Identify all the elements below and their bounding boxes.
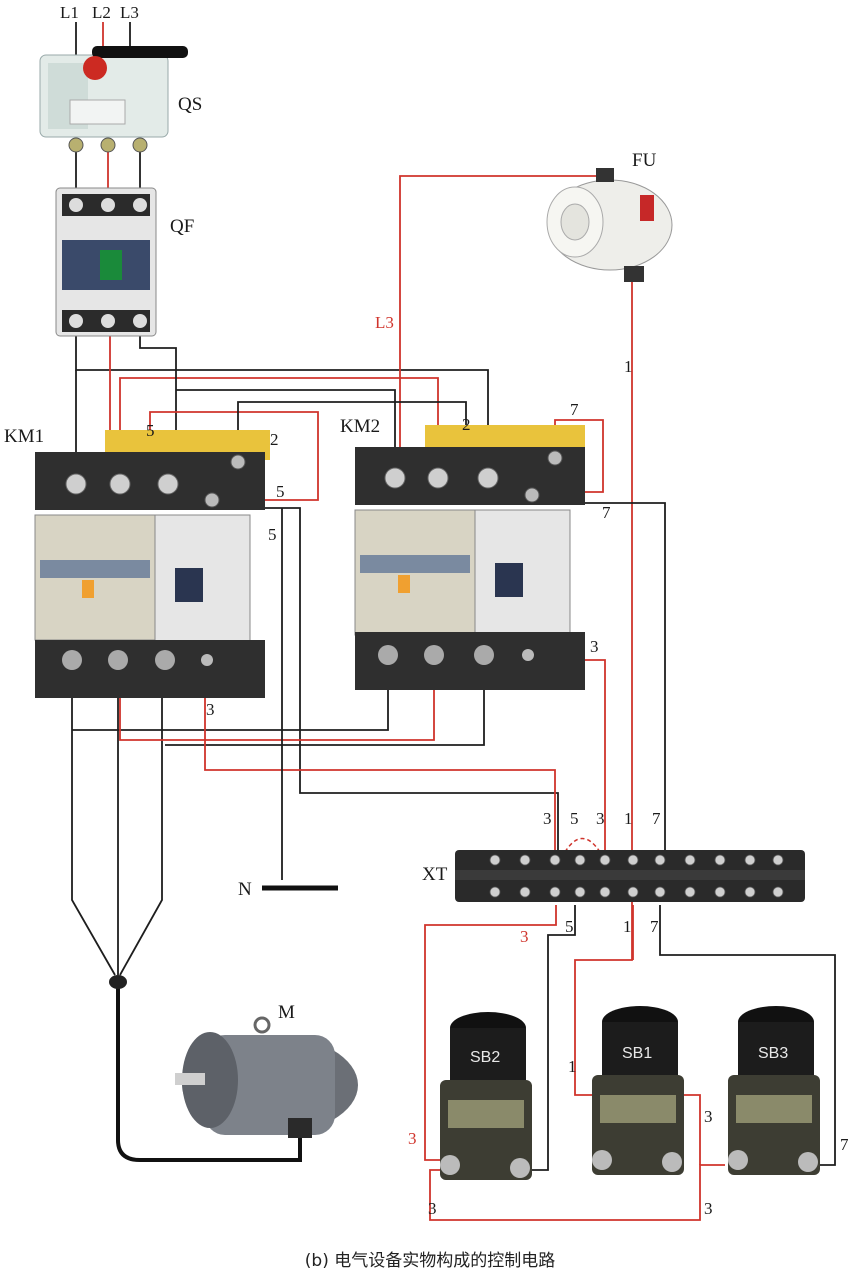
wire-num: 7 — [602, 503, 611, 522]
qs-isolator-switch — [39, 46, 188, 153]
wire-num: 7 — [840, 1135, 849, 1154]
qf-circuit-breaker — [55, 187, 157, 337]
label-km2: KM2 — [340, 416, 380, 437]
sb3-button — [728, 1006, 820, 1175]
km1-contactor — [34, 430, 270, 698]
km2-contactor — [354, 425, 585, 690]
label-xt: XT — [422, 864, 448, 885]
wire-num: 3 — [596, 809, 605, 828]
wire-num: 5 — [268, 525, 277, 544]
wire-num: 7 — [652, 809, 661, 828]
fu-fuse — [546, 168, 673, 282]
wires — [71, 22, 836, 1221]
xt-terminal-block — [455, 850, 805, 902]
wire-num: 5 — [146, 421, 155, 440]
label-m: M — [278, 1002, 295, 1023]
sb1-button — [592, 1006, 684, 1175]
label-sb2: SB2 — [470, 1049, 500, 1066]
wire-num: 3 — [590, 637, 599, 656]
wire-num: 1 — [624, 809, 633, 828]
wire-num: 3 — [408, 1129, 417, 1148]
wire-num: 5 — [565, 917, 574, 936]
label-sb3: SB3 — [758, 1045, 788, 1062]
label-n: N — [238, 879, 252, 900]
label-km1: KM1 — [4, 426, 44, 447]
wire-num: 3 — [520, 927, 529, 946]
wire-num: 3 — [704, 1199, 713, 1218]
labels: L1 L2 L3 QS QF FU L3 KM1 KM2 XT N M SB2 … — [4, 3, 849, 1218]
sb2-button — [440, 1012, 532, 1180]
wire-num: 7 — [650, 917, 659, 936]
wire-num: 7 — [570, 400, 579, 419]
label-sb1: SB1 — [622, 1045, 652, 1062]
label-l3-red: L3 — [375, 313, 394, 332]
wire-num: 5 — [276, 482, 285, 501]
wire-num: 1 — [624, 357, 633, 376]
wire-num: 3 — [206, 700, 215, 719]
label-l3: L3 — [120, 3, 139, 22]
wire-num: 2 — [270, 430, 279, 449]
figure-caption: (b) 电气设备实物构成的控制电路 — [304, 1251, 556, 1271]
wire-num: 2 — [462, 415, 471, 434]
label-l2: L2 — [92, 3, 111, 22]
wire-num: 1 — [623, 917, 632, 936]
label-fu: FU — [632, 150, 657, 171]
label-qs: QS — [178, 94, 202, 115]
wire-num: 3 — [704, 1107, 713, 1126]
wire-num: 1 — [568, 1057, 577, 1076]
label-qf: QF — [170, 216, 194, 237]
motor — [109, 975, 358, 1138]
wire-num: 3 — [428, 1199, 437, 1218]
wire-num: 5 — [570, 809, 579, 828]
label-l1: L1 — [60, 3, 79, 22]
wire-num: 3 — [543, 809, 552, 828]
